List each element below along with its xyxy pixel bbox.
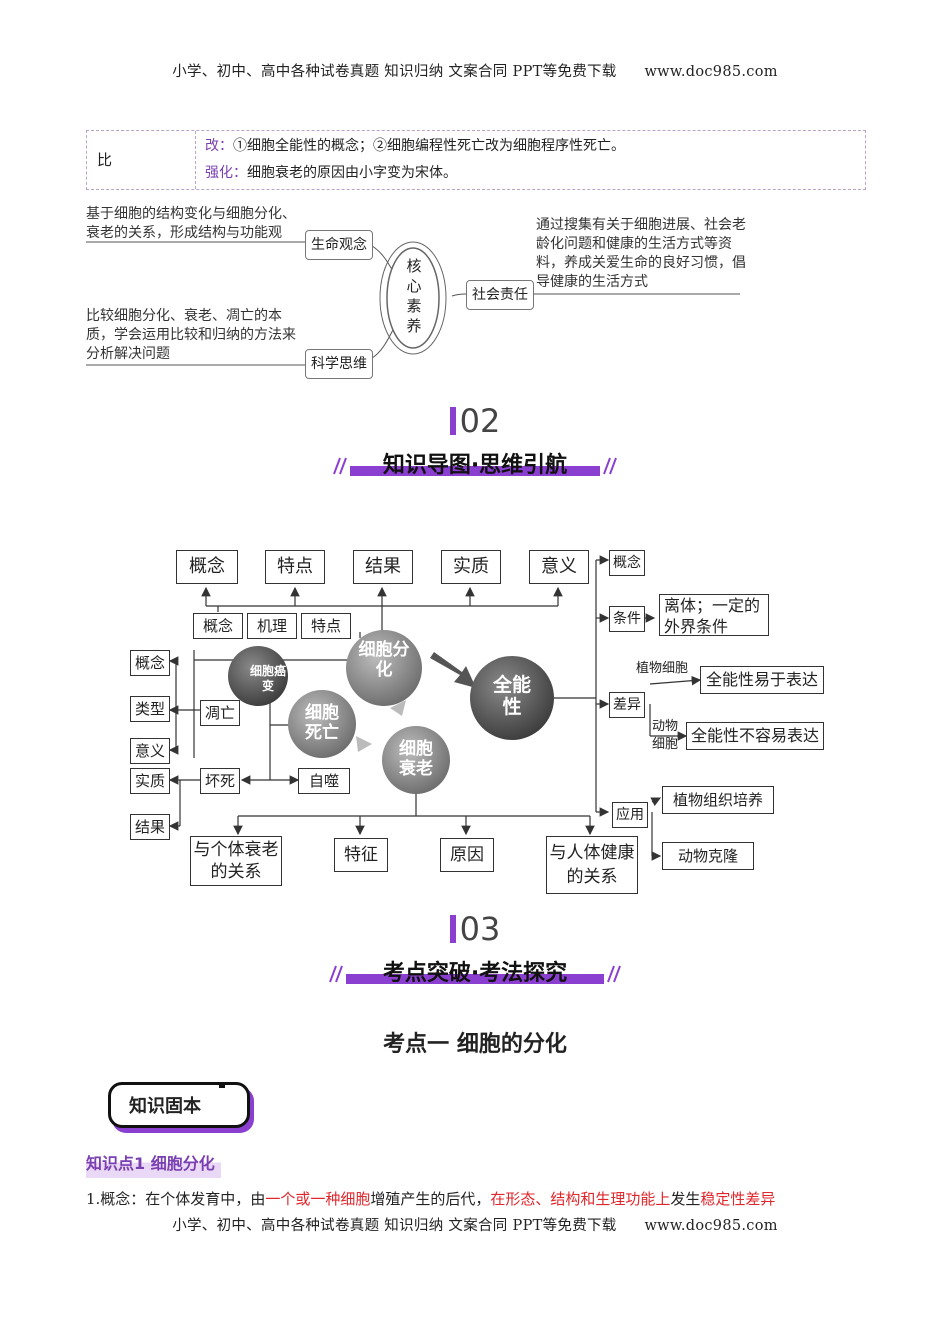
change-text: ①细胞全能性的概念；②细胞编程性死亡改为细胞程序性死亡。 xyxy=(233,138,625,154)
concept-red-1: 一个或一种细胞 xyxy=(265,1190,371,1208)
header-url[interactable]: www.doc985.com xyxy=(644,64,778,80)
mm-plant-detail: 全能性易于表达 xyxy=(700,666,824,694)
mm-right-chayi: 差异 xyxy=(609,692,645,718)
mm-bottom-box-1: 与个体衰老的关系 xyxy=(190,836,282,886)
literacy-box-life: 生命观念 xyxy=(305,230,373,260)
mm-right-yingyong: 应用 xyxy=(612,802,648,828)
strengthen-text: 细胞衰老的原因由小字变为宋体。 xyxy=(247,165,457,181)
mm-right-gainian: 概念 xyxy=(609,550,645,576)
literacy-bottom-left-text: 比较细胞分化、衰老、凋亡的本质，学会运用比较和归纳的方法来分析解决问题 xyxy=(86,308,296,362)
footer-text: 小学、初中、高中各种试卷真题 知识归纳 文案合同 PPT等免费下载 xyxy=(172,1218,617,1234)
kaodian-title: 考点一 细胞的分化 xyxy=(383,1032,567,1057)
mm-circle-fenhua: 细胞分化 xyxy=(358,640,410,680)
mm-huaisi-box: 坏死 xyxy=(200,768,240,794)
page-header: 小学、初中、高中各种试卷真题 知识归纳 文案合同 PPT等免费下载 www.do… xyxy=(0,60,950,81)
mm-animal-detail: 全能性不容易表达 xyxy=(686,722,824,750)
literacy-box-responsibility: 社会责任 xyxy=(466,280,534,310)
section-02-decoration xyxy=(333,457,617,476)
concept-paragraph: 1.概念：在个体发育中，由一个或一种细胞增殖产生的后代，在形态、结构和生理功能上… xyxy=(86,1188,775,1209)
mm-bottom-box-3: 原因 xyxy=(440,838,494,872)
concept-prefix: 1.概念：在个体发育中，由 xyxy=(86,1190,266,1208)
mm-small-box-2: 机理 xyxy=(247,613,297,639)
table-line-1: 改：①细胞全能性的概念；②细胞编程性死亡改为细胞程序性死亡。 xyxy=(205,135,625,155)
change-label: 改： xyxy=(205,138,233,154)
literacy-box-thinking: 科学思维 xyxy=(305,349,373,379)
concept-mid: 增殖产生的后代， xyxy=(370,1190,491,1208)
mm-left-box-5: 结果 xyxy=(130,814,170,840)
mm-small-box-3: 特点 xyxy=(301,613,351,639)
table-line-2: 强化：细胞衰老的原因由小字变为宋体。 xyxy=(205,162,457,182)
mm-bottom-box-4: 与人体健康的关系 xyxy=(546,836,638,894)
knowledge-tag-label: 知识固本 xyxy=(129,1096,201,1117)
mm-top-box-4: 实质 xyxy=(441,550,501,584)
section-03-title: 考点突破·考法探究 xyxy=(382,961,568,986)
mm-top-box-5: 意义 xyxy=(529,550,589,584)
mm-bottom-box-2: 特征 xyxy=(334,838,388,872)
section-02-title: 知识导图·思维引航 xyxy=(382,453,568,478)
concept-red-2: 在形态、结构和生理功能上 xyxy=(490,1190,671,1208)
concept-mid-2: 发生 xyxy=(670,1190,701,1208)
knowledge-tag: 知识固本 xyxy=(108,1082,250,1128)
mm-left-box-1: 概念 xyxy=(130,650,170,676)
section-02-number: 02 xyxy=(0,402,950,440)
mm-circle-siwang: 细胞死亡 xyxy=(305,703,339,743)
mm-plant-cell-label: 植物细胞 xyxy=(636,661,689,676)
mm-animal-cell-label: 动物细胞 xyxy=(652,719,679,752)
literacy-right-text: 通过搜集有关于细胞进展、社会老龄化问题和健康的生活方式等资料，养成关爱生命的良好… xyxy=(536,217,746,290)
mind-map xyxy=(168,555,702,861)
concept-red-3: 稳定性差异 xyxy=(700,1190,776,1208)
literacy-top-left-text: 基于细胞的结构变化与细胞分化、衰老的关系，形成结构与功能观 xyxy=(86,206,296,241)
strengthen-label: 强化： xyxy=(205,165,247,181)
tag-dots-icon xyxy=(201,1075,241,1088)
mm-circle-shuailao: 细胞衰老 xyxy=(399,739,433,779)
mm-left-box-3: 意义 xyxy=(130,738,170,764)
knowledge-point-title: 知识点1 细胞分化 xyxy=(86,1150,221,1178)
mm-top-box-1: 概念 xyxy=(176,550,238,584)
section-03-number: 03 xyxy=(0,910,950,948)
mm-app-1: 植物组织培养 xyxy=(662,786,774,814)
mm-right-tiaojian: 条件 xyxy=(609,606,645,632)
comparison-table: 比 改：①细胞全能性的概念；②细胞编程性死亡改为细胞程序性死亡。 强化：细胞衰老… xyxy=(86,130,866,190)
page-footer: 小学、初中、高中各种试卷真题 知识归纳 文案合同 PPT等免费下载 www.do… xyxy=(0,1214,950,1235)
footer-url[interactable]: www.doc985.com xyxy=(644,1218,778,1234)
mm-diaowang-box: 凋亡 xyxy=(200,700,240,726)
mm-zishi-box: 自噬 xyxy=(298,768,350,794)
header-text: 小学、初中、高中各种试卷真题 知识归纳 文案合同 PPT等免费下载 xyxy=(172,64,617,80)
section-03-decoration xyxy=(329,965,621,984)
literacy-diagram xyxy=(86,241,740,366)
mm-left-box-4: 实质 xyxy=(130,768,170,794)
literacy-center: 核心素养 xyxy=(406,257,422,335)
table-label-cell: 比 xyxy=(87,131,196,189)
mm-small-box-1: 概念 xyxy=(193,613,243,639)
mm-circle-quanneng: 全能性 xyxy=(492,674,531,718)
mm-left-box-2: 类型 xyxy=(130,696,170,722)
mm-tiaojian-detail: 离体；一定的外界条件 xyxy=(659,594,769,636)
table-row-label: 比 xyxy=(97,151,113,169)
mm-top-box-2: 特点 xyxy=(265,550,325,584)
mm-circle-aibian: 细胞癌变 xyxy=(249,664,286,693)
mm-top-box-3: 结果 xyxy=(353,550,413,584)
mm-app-2: 动物克隆 xyxy=(662,842,754,870)
